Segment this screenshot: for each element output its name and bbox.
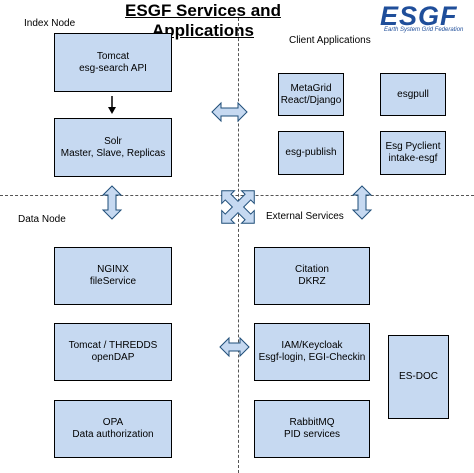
solr-box: Solr Master, Slave, Replicas [54,118,172,177]
es-doc-label: ES-DOC [399,371,438,382]
horizontal-divider [0,195,474,196]
double-arrow-index-clients-icon [211,101,248,123]
external-services-label: External Services [266,211,344,222]
solr-label: Solr Master, Slave, Replicas [60,135,166,159]
metagrid-label: MetaGrid React/Django [280,82,342,106]
iam-keycloak-label: IAM/Keycloak Esgf-login, EGI-Checkin [258,340,366,363]
rabbitmq-box: RabbitMQ PID services [254,400,370,458]
citation-box: Citation DKRZ [254,247,370,305]
opa-box: OPA Data authorization [54,400,172,458]
esgpull-label: esgpull [397,88,429,100]
logo-text: ESGF [380,1,458,31]
nginx-box: NGINX fileService [54,247,172,305]
tomcat-esg-search-label: Tomcat esg-search API [79,50,147,74]
vertical-divider [238,18,239,473]
nginx-label: NGINX fileService [89,264,137,287]
page-title: ESGF Services and Applications [125,1,281,40]
down-arrow-icon [108,96,116,114]
esg-pyclient-label: Esg Pyclient intake-esgf [385,141,441,164]
client-applications-label: Client Applications [289,35,371,46]
double-arrow-clients-external-icon [351,185,373,220]
index-node-label: Index Node [24,18,76,29]
citation-label: Citation DKRZ [295,264,329,287]
double-arrow-solr-data-icon [101,185,123,220]
iam-keycloak-box: IAM/Keycloak Esgf-login, EGI-Checkin [254,323,370,381]
esg-publish-label: esg-publish [285,147,337,158]
esgf-logo: ESGF Earth System Grid Federation [380,1,472,36]
es-doc-box: ES-DOC [388,335,449,419]
data-node-label: Data Node [18,214,66,225]
double-arrow-data-external-icon [219,336,250,358]
rabbitmq-label: RabbitMQ PID services [283,417,341,440]
thredds-label: Tomcat / THREDDS openDAP [68,340,158,363]
four-way-arrow-icon [221,190,255,224]
logo-subtitle: Earth System Grid Federation [384,27,464,33]
thredds-box: Tomcat / THREDDS openDAP [54,323,172,381]
tomcat-esg-search-box: Tomcat esg-search API [54,33,172,92]
metagrid-box: MetaGrid React/Django [278,73,344,116]
esgpull-box: esgpull [380,73,446,116]
esg-publish-box: esg-publish [278,131,344,175]
opa-label: OPA Data authorization [72,417,154,440]
esg-pyclient-box: Esg Pyclient intake-esgf [380,131,446,175]
